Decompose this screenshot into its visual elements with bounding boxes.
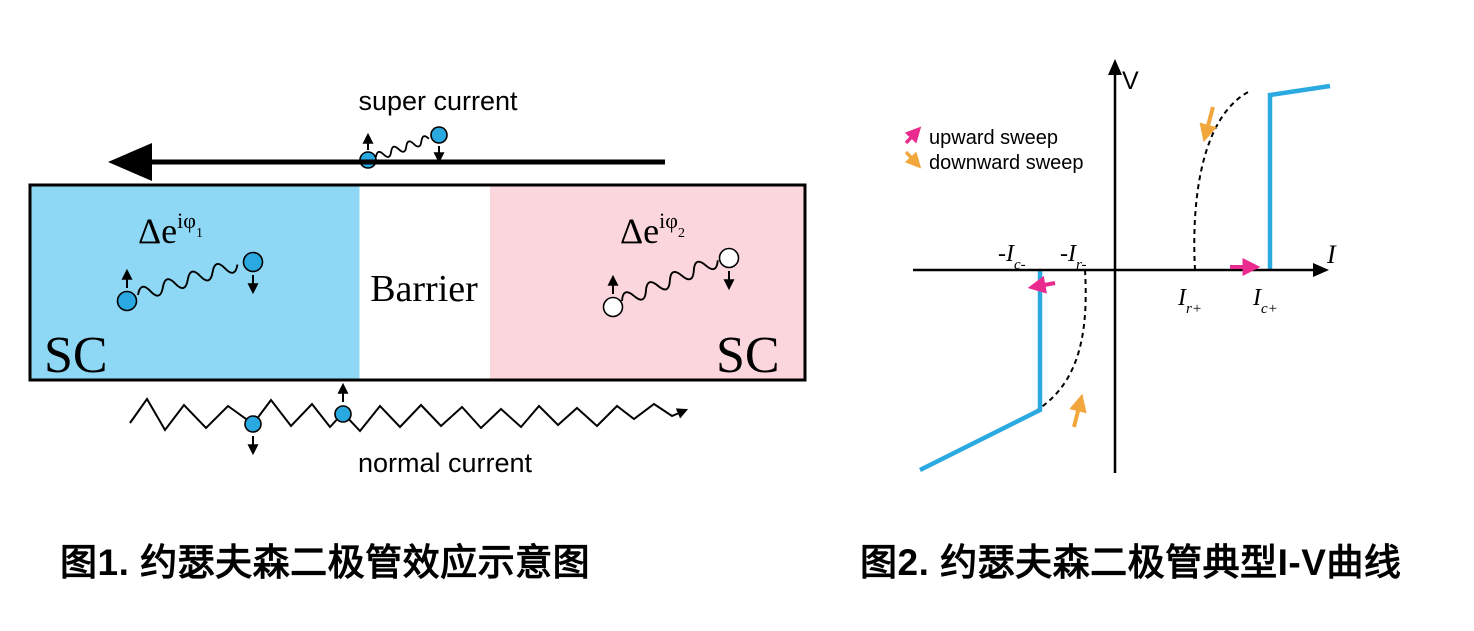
electron-dot [334, 405, 352, 423]
order-parameter-left: Δeiφ1 [138, 208, 203, 251]
electron-dot [242, 251, 264, 273]
electron-dot [244, 415, 262, 433]
zigzag-line [129, 397, 689, 433]
i-axis [913, 263, 1329, 277]
upward-sweep-arrow-icon [904, 126, 922, 145]
sc-left-label: SC [44, 327, 108, 384]
electron-dot [116, 290, 138, 312]
electron-dot-hollow [602, 296, 624, 318]
i-axis-arrow-icon [1313, 263, 1329, 277]
figure1-caption: 图1. 约瑟夫森二极管效应示意图 [60, 542, 591, 583]
order-parameter-right: Δeiφ2 [620, 208, 685, 251]
figure2-caption: 图2. 约瑟夫森二极管典型I-V曲线 [860, 542, 1402, 583]
legend-downward-label: downward sweep [929, 152, 1084, 174]
v-axis-arrow-icon [1108, 59, 1122, 75]
figure1-diagram: super current Δeiφ1 Barrier Δeiφ2 [28, 86, 807, 478]
v-axis-label: V [1122, 67, 1139, 95]
cooper-pair-left [116, 251, 264, 312]
neg-ir-label: -Ir- [1060, 241, 1087, 273]
normal-current-label: normal current [358, 448, 533, 478]
iv-curve-positive [1267, 83, 1331, 270]
sc-left-region [31, 186, 360, 379]
downward-sweep-arrow-icon [1069, 393, 1087, 428]
pair-coil [621, 260, 719, 302]
neg-ic-label: -Ic- [998, 241, 1026, 273]
i-axis-label: I [1326, 240, 1337, 269]
barrier-label: Barrier [370, 268, 478, 310]
dashed-branch-positive [1193, 90, 1251, 271]
downward-sweep-arrow-icon [904, 150, 922, 169]
electron-dot [430, 126, 448, 144]
super-current-arrow-icon [108, 143, 665, 181]
junction-box-border [28, 183, 807, 382]
figure2-iv-plot: upward sweep downward sweep V I -Ic- -Ir… [904, 59, 1337, 473]
legend-upward-label: upward sweep [929, 127, 1058, 149]
cooper-pair-right [602, 247, 740, 318]
upward-sweep-arrow-icon [1027, 275, 1056, 294]
plot-legend: upward sweep downward sweep [904, 126, 1084, 174]
normal-current-path [129, 382, 689, 456]
v-axis [1108, 59, 1122, 473]
junction-box [28, 183, 807, 382]
dashed-branch-negative [1026, 269, 1087, 417]
sc-right-label: SC [716, 327, 780, 384]
super-current-label: super current [358, 86, 518, 116]
pos-ir-label: Ir+ [1177, 285, 1202, 317]
downward-sweep-arrow-icon [1199, 106, 1217, 143]
electron-dot-hollow [718, 247, 740, 269]
pair-coil [137, 263, 239, 297]
pair-coil [375, 135, 430, 158]
iv-curve-negative [918, 270, 1043, 473]
sc-right-region [490, 186, 804, 379]
pos-ic-label: Ic+ [1252, 285, 1278, 317]
